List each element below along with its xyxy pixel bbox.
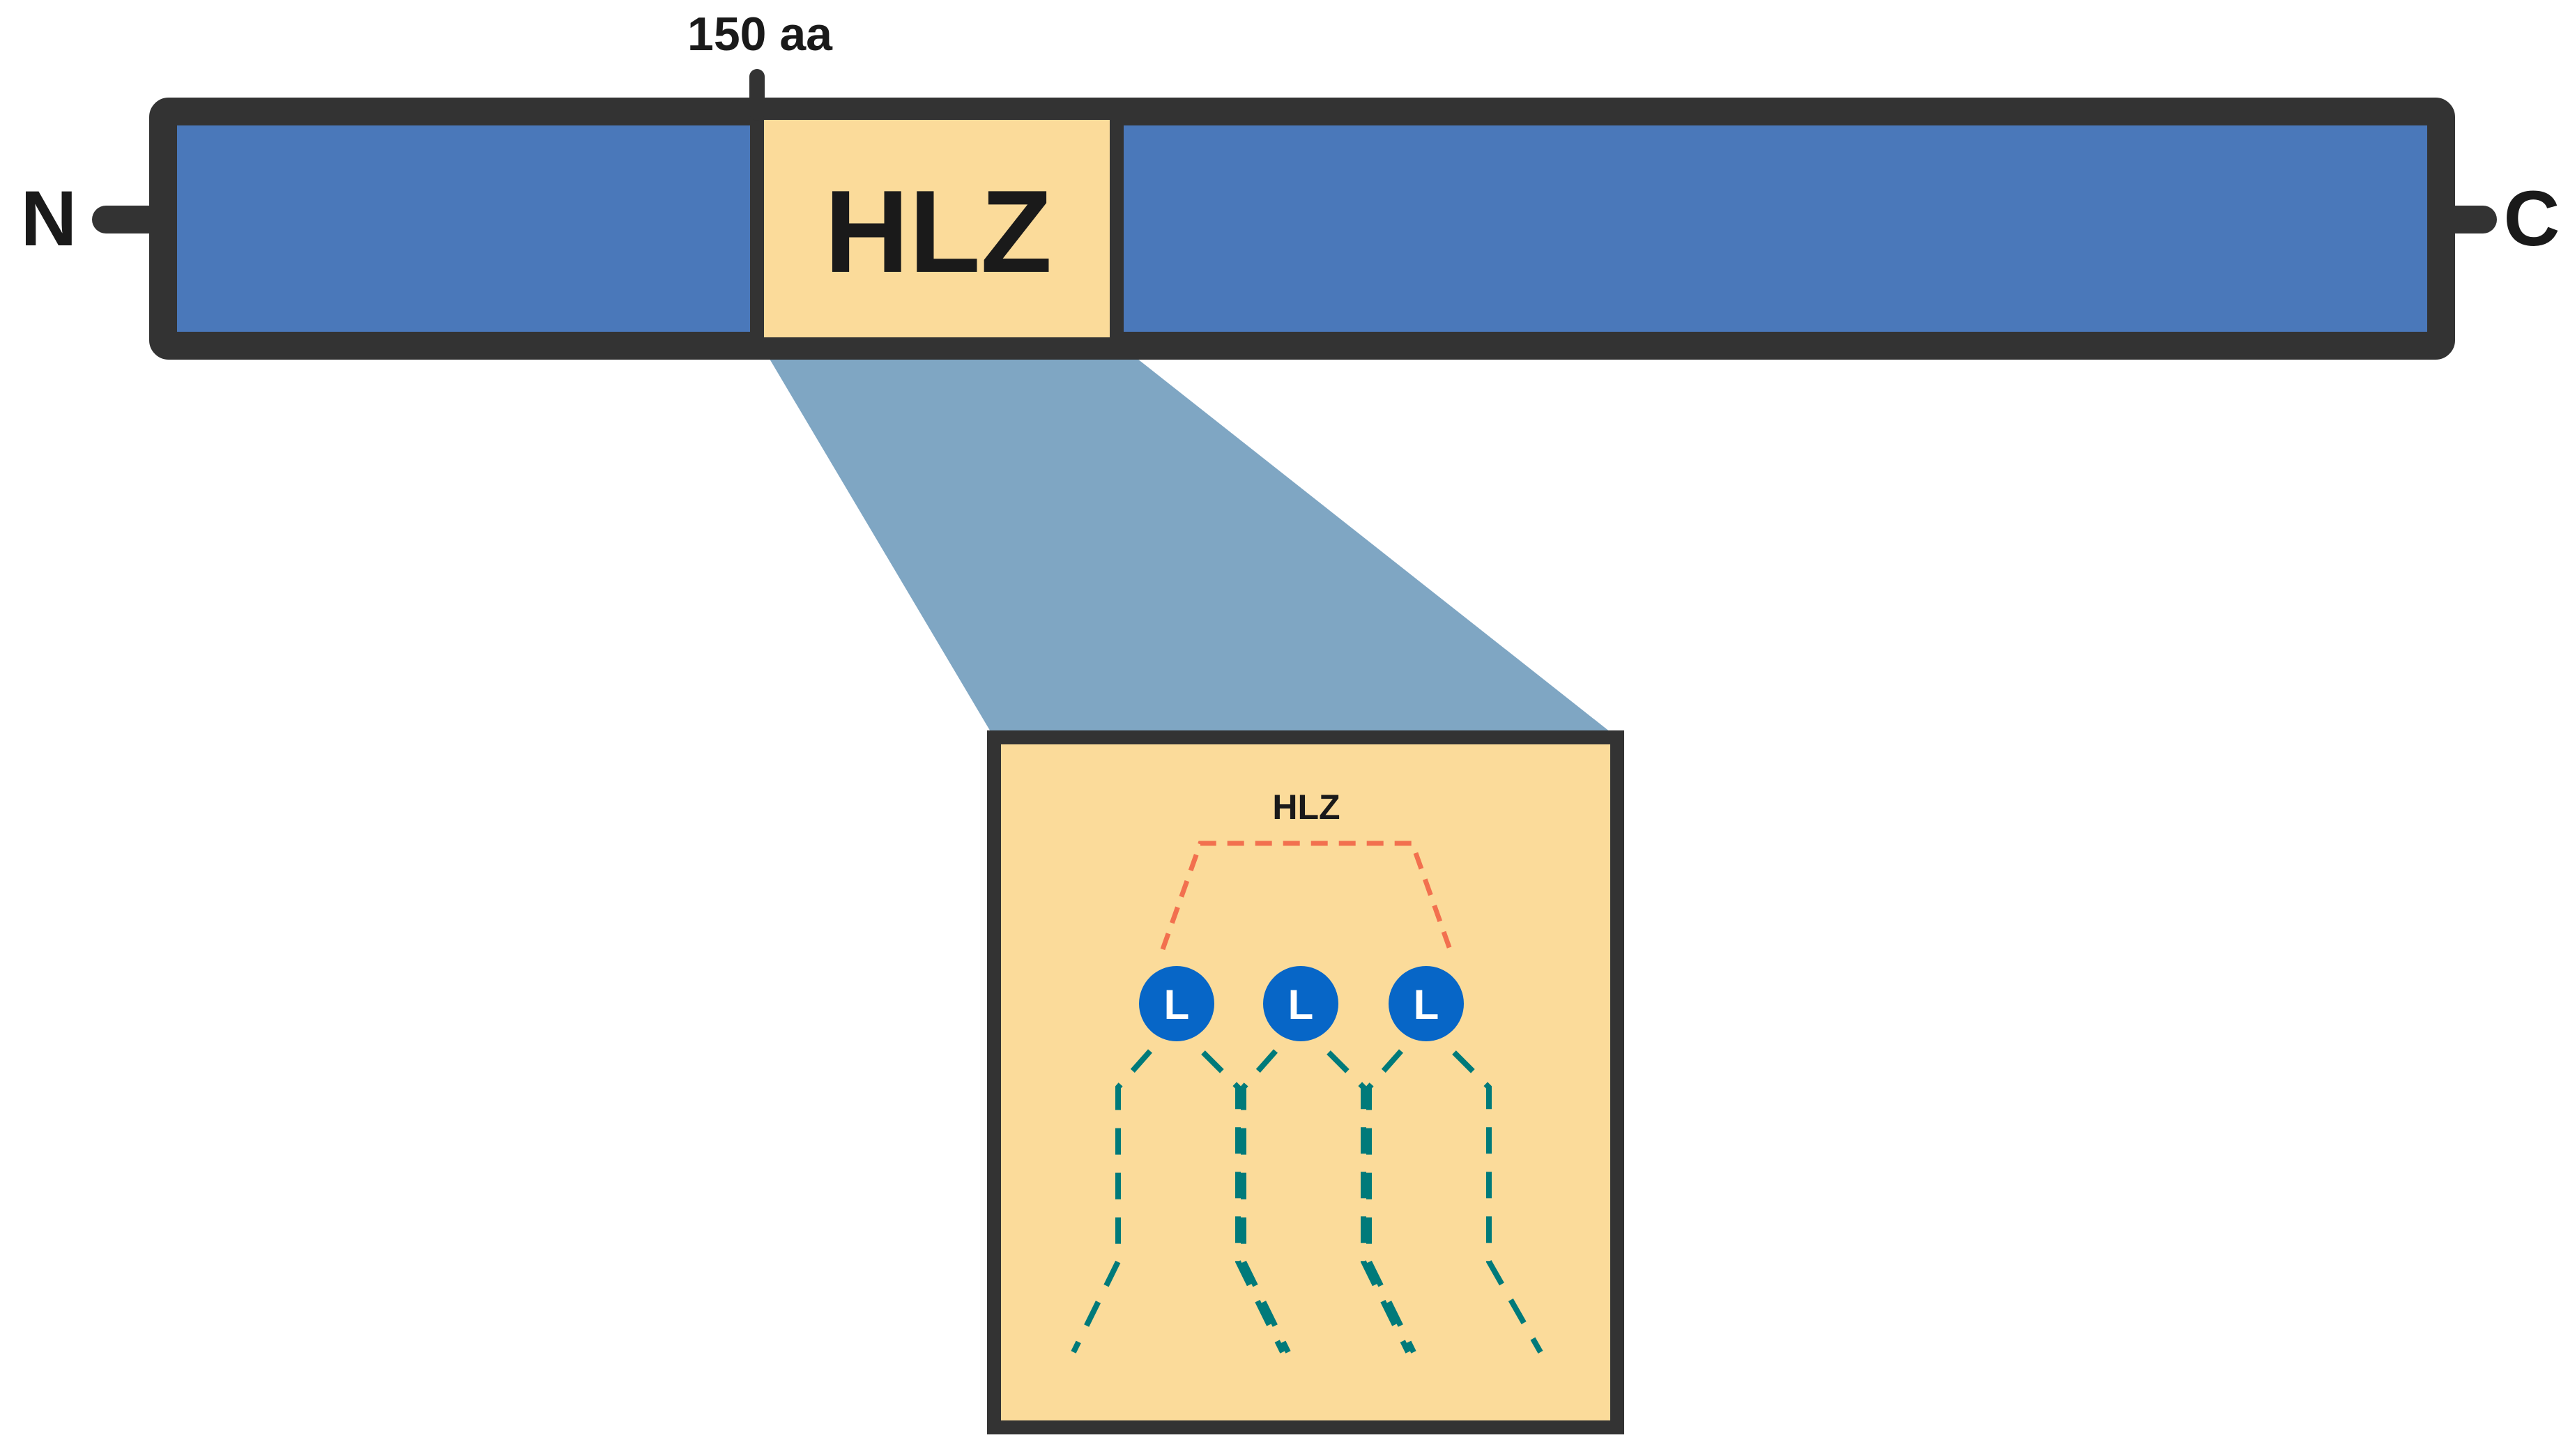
position-marker-label: 150 aa [687,8,833,61]
residue-1: L [1139,966,1214,1041]
residue-circle [1139,966,1214,1041]
backbone-strand [1071,1049,1152,1354]
residue-2: L [1263,966,1338,1041]
backbone-strand [1327,1050,1411,1354]
inset-box [987,730,1624,1434]
residue-circle [1389,966,1464,1041]
inset-title: HLZ [1272,788,1340,827]
backbone-strand [1366,1049,1416,1354]
residue-circle [1263,966,1338,1041]
hlz-domain-segment [757,120,1117,337]
domain-label: HLZ [825,166,1053,297]
residue-label: L [1414,981,1439,1028]
backbone-strands [1071,1049,1543,1354]
zoom-wedge [770,359,1617,737]
backbone-strand [1452,1050,1543,1354]
hlz-bracket [1160,841,1453,951]
residue-label: L [1288,981,1314,1028]
protein-bar [149,98,2455,360]
backbone-strand [1201,1050,1285,1354]
residue-label: L [1164,981,1190,1028]
n-terminus-label: N [21,175,77,262]
residue-3: L [1389,966,1464,1041]
c-terminus-label: C [2504,175,2560,262]
backbone-strand [1241,1049,1291,1354]
